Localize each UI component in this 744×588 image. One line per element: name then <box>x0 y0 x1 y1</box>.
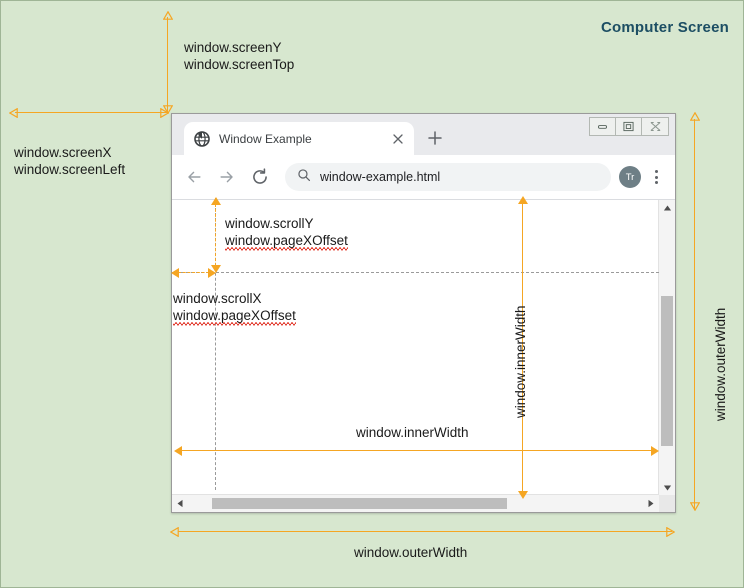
scroll-x-label-line1: window.scrollX <box>173 291 262 306</box>
inner-width-vertical-line <box>522 203 523 493</box>
scroll-x-label: window.scrollX window.pageXOffset <box>173 290 296 324</box>
globe-icon <box>194 130 210 147</box>
close-icon[interactable] <box>390 131 406 147</box>
kebab-menu-icon[interactable] <box>647 166 665 188</box>
browser-window: Window Example <box>171 113 676 513</box>
avatar[interactable]: Tr <box>619 166 641 188</box>
scroll-y-arrow-bottom <box>211 265 221 273</box>
inner-width-horizontal-line <box>181 450 657 451</box>
scroll-x-arrow-left <box>171 268 179 278</box>
screen-y-label-line2: window.screenTop <box>184 57 295 72</box>
search-icon <box>297 168 311 187</box>
inner-width-vertical-arrow-top <box>518 196 528 204</box>
scroll-y-label: window.scrollY window.pageXOffset <box>225 215 348 249</box>
browser-toolbar: window-example.html Tr <box>172 155 675 200</box>
outer-width-vertical-arrow-top <box>690 112 700 121</box>
screen-x-arrow-right <box>160 108 169 118</box>
scroll-y-label-line1: window.scrollY <box>225 216 314 231</box>
maximize-button[interactable] <box>616 118 642 135</box>
outer-width-horizontal-line <box>178 531 672 532</box>
scroll-y-dimension-line <box>215 204 216 266</box>
address-bar[interactable]: window-example.html <box>285 163 611 191</box>
outer-width-horizontal-arrow-right <box>666 527 675 537</box>
scroll-x-label-line2: window.pageXOffset <box>173 307 296 324</box>
scroll-x-arrow-right <box>208 268 216 278</box>
page-title: Computer Screen <box>600 19 729 36</box>
outer-width-vertical-arrow-bottom <box>690 502 700 511</box>
outer-width-vertical-label: window.outerWidth <box>713 307 728 421</box>
url-text: window-example.html <box>320 170 441 184</box>
inner-width-vertical-arrow-bottom <box>518 491 528 499</box>
screen-x-label: window.screenX window.screenLeft <box>14 144 125 178</box>
screen-y-arrow-bottom <box>163 105 173 114</box>
scroll-origin-guide-horizontal <box>171 272 659 273</box>
browser-titlebar: Window Example <box>172 114 675 155</box>
window-controls <box>589 117 669 136</box>
close-window-button[interactable] <box>642 118 668 135</box>
minimize-button[interactable] <box>590 118 616 135</box>
scroll-x-dimension-line <box>178 272 214 273</box>
scroll-y-arrow-top <box>211 197 221 205</box>
vertical-scrollbar-thumb[interactable] <box>661 296 673 446</box>
scroll-origin-guide-vertical <box>215 198 216 490</box>
page-viewport <box>172 200 675 512</box>
screen-y-arrow-top <box>163 11 173 20</box>
scroll-up-icon[interactable] <box>659 200 675 215</box>
back-arrow-icon[interactable] <box>182 165 206 189</box>
inner-width-vertical-label: window.innerWidth <box>513 305 528 418</box>
scrollbar-corner <box>659 495 675 512</box>
scroll-y-label-line2: window.pageXOffset <box>225 232 348 249</box>
screen-x-label-line2: window.screenLeft <box>14 162 126 177</box>
tab-title: Window Example <box>219 131 312 146</box>
inner-width-horizontal-arrow-left <box>174 446 182 456</box>
forward-arrow-icon[interactable] <box>215 165 239 189</box>
vertical-scrollbar[interactable] <box>658 200 675 495</box>
screen-y-label: window.screenY window.screenTop <box>184 39 294 73</box>
reload-icon[interactable] <box>248 165 272 189</box>
horizontal-scrollbar[interactable] <box>172 494 659 512</box>
screen-x-dimension-line <box>15 112 167 113</box>
screen-y-dimension-line <box>167 17 168 112</box>
scroll-right-icon[interactable] <box>643 495 659 512</box>
scroll-left-icon[interactable] <box>172 495 188 512</box>
outer-width-horizontal-arrow-left <box>170 527 179 537</box>
inner-width-horizontal-arrow-right <box>651 446 659 456</box>
scroll-down-icon[interactable] <box>659 480 675 495</box>
screen-x-arrow-left <box>9 108 18 118</box>
screen-x-label-line1: window.screenX <box>14 145 112 160</box>
browser-tab[interactable]: Window Example <box>184 122 414 155</box>
new-tab-button[interactable] <box>424 127 446 149</box>
horizontal-scrollbar-thumb[interactable] <box>212 498 507 509</box>
screen-y-label-line1: window.screenY <box>184 40 282 55</box>
inner-width-horizontal-label: window.innerWidth <box>356 425 469 440</box>
outer-width-horizontal-label: window.outerWidth <box>354 545 468 560</box>
outer-width-vertical-line <box>694 119 695 509</box>
